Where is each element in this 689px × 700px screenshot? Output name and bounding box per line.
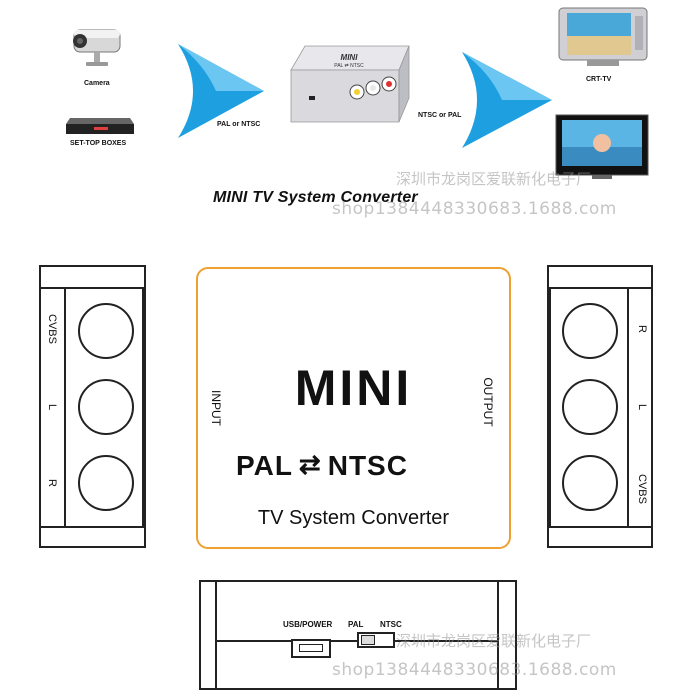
watermark-shop-bottom: shop1384448330683.1688.com [332,660,617,680]
swap-arrows-icon: ⇄ [298,449,322,479]
left-label-l: L [46,403,58,411]
pal-text: PAL [236,450,293,481]
right-label-r: R [636,325,648,333]
watermark-shop-top: shop1384448330683.1688.com [332,199,617,219]
left-label-cvbs: CVBS [46,314,58,344]
left-jack-l [78,379,134,435]
crt-tv-label: CRT-TV [586,76,612,83]
ntsc-text: NTSC [327,450,408,481]
left-jack-r [78,455,134,511]
svg-text:PAL ⇄ NTSC: PAL ⇄ NTSC [334,63,364,69]
left-connector-panel: CVBS L R [39,265,146,548]
output-arrow-icon [462,52,552,148]
right-jack-l [562,379,618,435]
brand-mini: MINI [294,360,413,416]
left-jack-frame [64,287,144,528]
usb-power-label: USB/POWER [283,620,333,629]
camera-icon [73,29,121,66]
input-signal-label: PAL or NTSC [217,121,261,128]
watermark-cn-top: 深圳市龙岗区爱联新化电子厂 [396,170,592,188]
usb-port [291,639,331,658]
right-label-l: L [636,403,648,411]
pal-ntsc-row: PAL⇄NTSC [236,449,408,482]
converter-device-icon: MINI PAL ⇄ NTSC [290,45,410,123]
set-top-box-label: SET-TOP BOXES [70,140,127,147]
converter-side-panel: USB/POWER PAL NTSC [199,580,517,690]
tv-system-converter-text: TV System Converter [257,507,450,529]
watermark-cn-bottom: 深圳市龙岗区爱联新化电子厂 [396,632,592,650]
left-label-r: R [46,479,58,487]
set-top-box-icon [66,118,134,134]
crt-tv-icon [558,7,648,66]
converter-front-panel: INPUT OUTPUT MINI PAL⇄NTSC TV System Con… [196,267,511,549]
right-label-cvbs: CVBS [636,474,648,504]
camera-label: Camera [84,80,110,87]
right-connector-panel: R L CVBS [547,265,653,548]
output-signal-label: NTSC or PAL [418,112,462,119]
left-jack-cvbs [78,303,134,359]
ntsc-switch-label: NTSC [380,620,402,629]
pal-switch-label: PAL [348,620,364,629]
flat-tv-icon [555,114,649,179]
right-jack-r [562,303,618,359]
input-arrow-icon [178,44,264,138]
svg-text:MINI: MINI [341,53,359,62]
right-jack-cvbs [562,455,618,511]
diagram-title: MINI TV System Converter [213,189,418,206]
right-jack-frame [549,287,629,528]
